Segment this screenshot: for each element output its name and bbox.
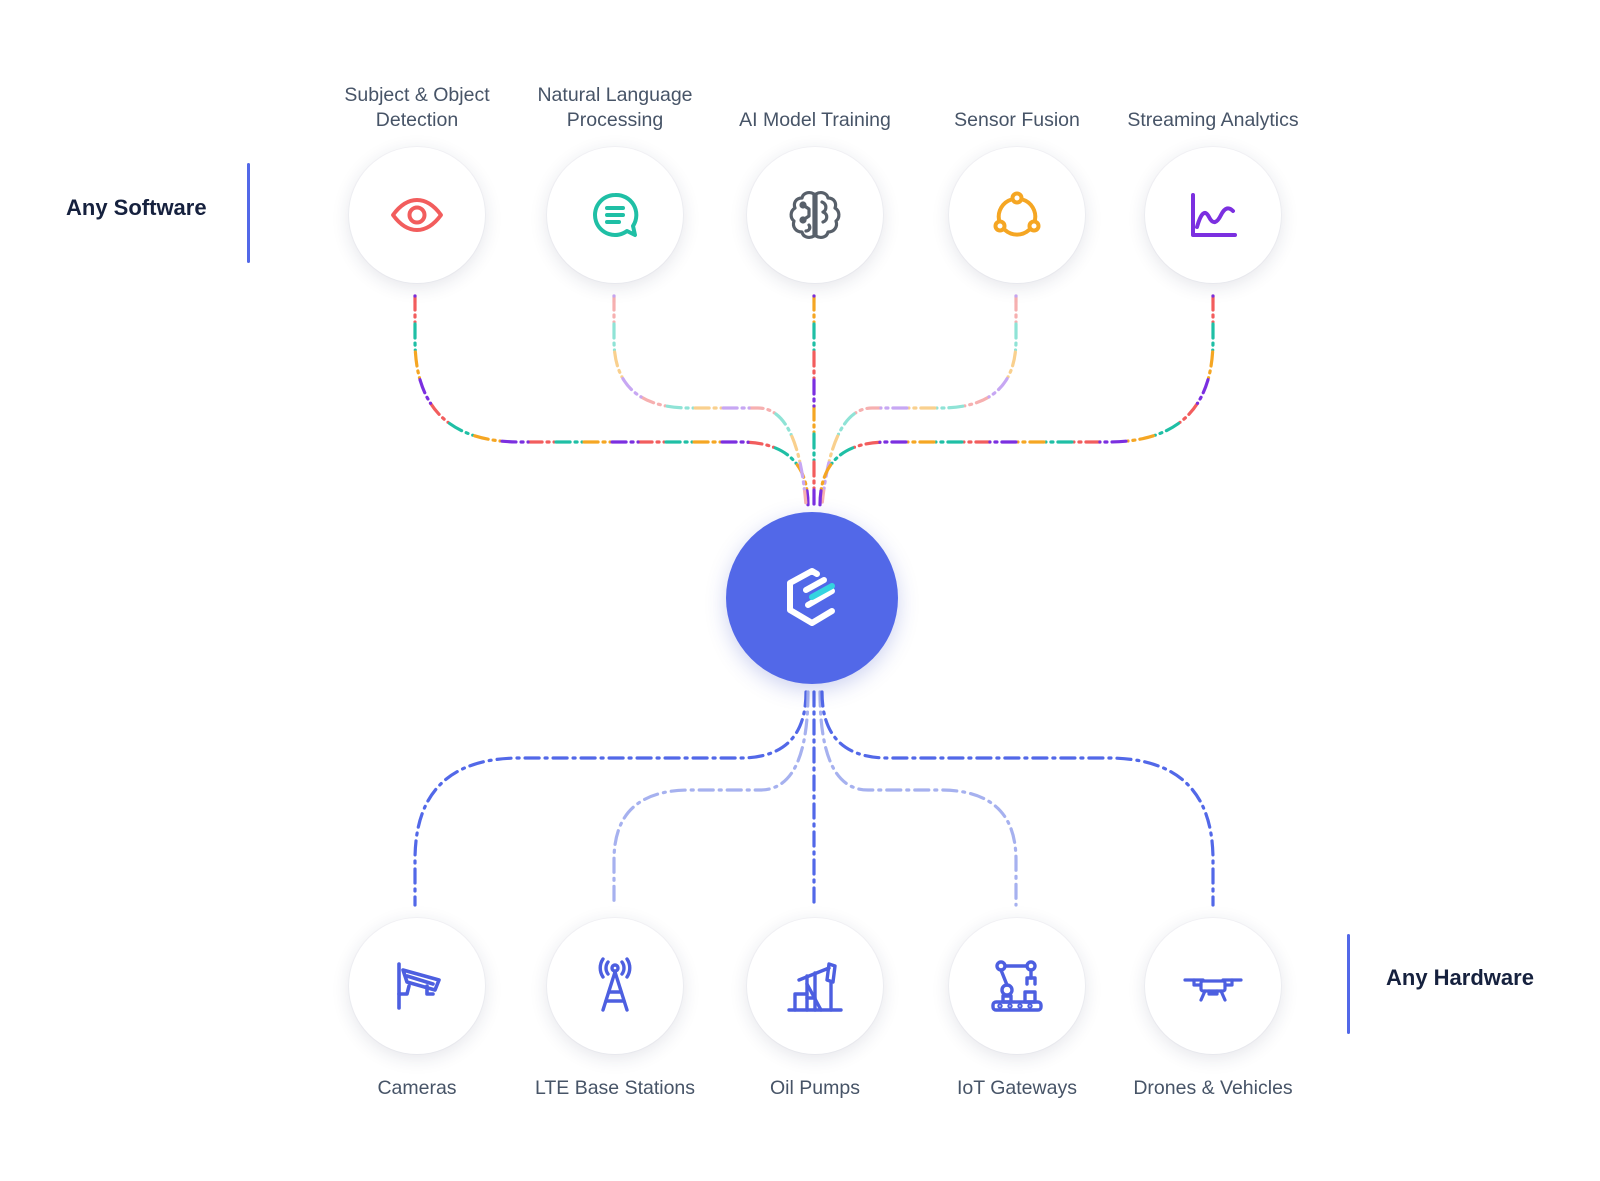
software-label-sensor-fusion: Sensor Fusion (954, 109, 1080, 131)
connector-detection (413, 294, 810, 507)
eye-icon (391, 198, 443, 232)
chat-bubble-icon (593, 192, 639, 237)
software-divider (247, 163, 250, 263)
software-label-detection: Subject & Object Detection (344, 84, 490, 131)
connector-detection (413, 294, 810, 507)
software-node-training[interactable] (747, 147, 883, 283)
connector-sensor-fusion (820, 294, 1018, 507)
software-node-detection[interactable] (349, 147, 485, 283)
hardware-label-lte: LTE Base Stations (534, 1077, 696, 1099)
hardware-node-oil-pumps[interactable] (747, 918, 883, 1054)
software-node-sensor-fusion[interactable] (949, 147, 1085, 283)
connector-detection (413, 294, 810, 507)
hardware-node-lte[interactable] (547, 918, 683, 1054)
any-hardware-label: Any Hardware (1386, 965, 1534, 990)
hardware-node-drones[interactable] (1145, 918, 1281, 1054)
connector-nlp (612, 294, 808, 507)
connector-lte (612, 690, 810, 907)
software-node-nlp[interactable] (547, 147, 683, 283)
platform-hub[interactable] (726, 512, 898, 684)
hardware-label-cameras: Cameras (377, 1077, 457, 1099)
oil-pump-icon (787, 962, 843, 1012)
hardware-divider (1347, 934, 1350, 1034)
network-nodes-icon (993, 191, 1041, 237)
software-label-nlp: Natural Language Processing (537, 84, 693, 131)
cell-tower-icon (598, 957, 632, 1012)
connector-nlp (612, 294, 808, 507)
software-label-training: AI Model Training (739, 109, 891, 131)
hardware-label-oil-pumps: Oil Pumps (770, 1077, 860, 1099)
security-camera-icon (397, 962, 441, 1010)
connector-sensor-fusion (820, 294, 1018, 507)
connector-iot (818, 690, 1018, 907)
hardware-node-iot[interactable] (949, 918, 1085, 1054)
hardware-label-iot: IoT Gateways (957, 1077, 1077, 1099)
connector-nlp (612, 294, 808, 507)
software-label-streaming: Streaming Analytics (1127, 109, 1299, 131)
robot-arm-icon (991, 960, 1043, 1012)
connector-streaming (818, 294, 1215, 507)
line-chart-icon (1191, 193, 1237, 237)
connector-sensor-fusion (820, 294, 1018, 507)
connector-streaming (818, 294, 1215, 507)
any-software-label: Any Software (66, 195, 207, 220)
connector-cameras (413, 690, 808, 907)
connector-nlp (612, 294, 808, 507)
connector-sensor-fusion (820, 294, 1018, 507)
software-node-streaming[interactable] (1145, 147, 1281, 283)
hardware-node-cameras[interactable] (349, 918, 485, 1054)
connector-detection (413, 294, 810, 507)
hardware-label-drones: Drones & Vehicles (1133, 1077, 1293, 1099)
platform-logo-icon (787, 568, 835, 626)
drone-icon (1183, 978, 1243, 1002)
brain-icon (789, 191, 841, 239)
connector-drones (820, 690, 1215, 907)
